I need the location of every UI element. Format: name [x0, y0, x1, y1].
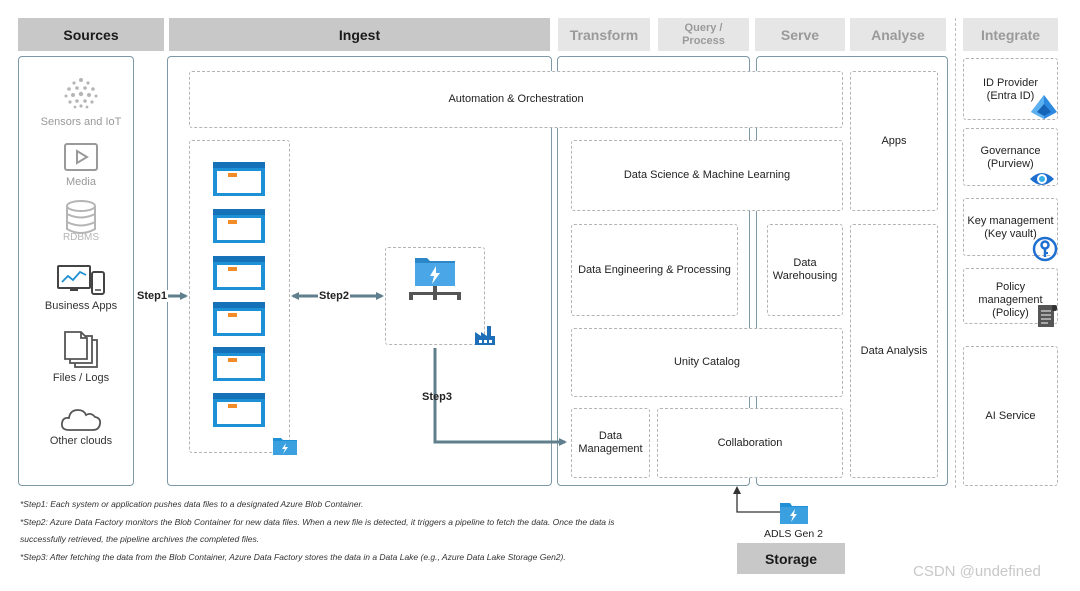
source-rdbms-label: RDBMS	[62, 232, 100, 243]
footnote-step2-cont: successfully retrieved, the pipeline arc…	[20, 534, 260, 544]
blob-container-icon	[213, 256, 265, 290]
header-integrate: Integrate	[963, 18, 1058, 51]
source-other-clouds-label: Other clouds	[49, 435, 113, 447]
data-warehousing-label: Data Warehousing	[772, 257, 838, 282]
data-factory-pipeline-icon	[409, 258, 461, 300]
blob-container-icon	[213, 209, 265, 243]
adls-label: ADLS Gen 2	[764, 528, 823, 540]
blob-container-icon	[213, 393, 265, 427]
header-analyse: Analyse	[850, 18, 946, 51]
footnote-step3: *Step3: After fetching the data from the…	[20, 552, 566, 562]
data-engineering-box: Data Engineering & Processing	[571, 224, 738, 316]
storage-title: Storage	[764, 550, 818, 567]
policy-label: Policy management (Policy)	[978, 281, 1043, 319]
files-icon	[64, 331, 98, 368]
data-warehousing-box: Data Warehousing	[767, 224, 843, 316]
source-sensors-label: Sensors and IoT	[40, 116, 122, 128]
step2-label: Step2	[318, 290, 350, 302]
watermark: CSDN @undefined	[913, 563, 1041, 580]
header-query-process: Query / Process	[658, 18, 749, 51]
automation-orchestration-box: Automation & Orchestration	[189, 71, 843, 128]
entra-id-icon	[1031, 95, 1057, 119]
blob-container-icon	[213, 162, 265, 196]
footnote-step1: *Step1: Each system or application pushe…	[20, 499, 364, 509]
header-serve: Serve	[755, 18, 845, 51]
step3-arrow	[433, 348, 567, 446]
key-management-label: Key management (Key vault)	[967, 215, 1054, 240]
data-science-box: Data Science & Machine Learning	[571, 140, 843, 211]
source-business-apps: Business Apps	[20, 262, 142, 312]
sensors-iot-icon	[64, 78, 98, 109]
source-sensors: Sensors and IoT	[20, 76, 142, 128]
apps-box: Apps	[850, 71, 938, 211]
blob-container-icon	[213, 302, 265, 336]
header-sources: Sources	[18, 18, 164, 51]
ai-service-label: AI Service	[985, 409, 1036, 422]
key-vault-icon	[1032, 236, 1058, 262]
storage-header: Storage	[737, 543, 845, 574]
data-analysis-box: Data Analysis	[850, 224, 938, 478]
unity-catalog-box: Unity Catalog	[571, 328, 843, 397]
data-science-label: Data Science & Machine Learning	[623, 169, 791, 181]
step3-label: Step3	[422, 391, 452, 403]
automation-label: Automation & Orchestration	[448, 93, 584, 105]
header-transform: Transform	[558, 18, 650, 51]
cloud-icon	[60, 409, 102, 431]
policy-icon	[1038, 305, 1057, 327]
data-analysis-label: Data Analysis	[860, 344, 928, 357]
source-business-apps-label: Business Apps	[44, 300, 118, 312]
footnote-step2: *Step2: Azure Data Factory monitors the …	[20, 517, 615, 527]
apps-label: Apps	[881, 134, 907, 147]
source-rdbms: RDBMS	[20, 199, 142, 255]
data-engineering-label: Data Engineering & Processing	[578, 263, 731, 276]
unity-catalog-label: Unity Catalog	[673, 356, 741, 368]
step1-label: Step1	[136, 290, 168, 302]
data-management-label: Data Management	[578, 430, 643, 455]
ai-service-box: AI Service	[963, 346, 1058, 486]
id-provider-label: ID Provider (Entra ID)	[982, 77, 1039, 102]
database-icon	[66, 200, 96, 234]
adls-folder-icon	[780, 503, 808, 524]
source-media-label: Media	[66, 176, 96, 188]
storage-folder-icon	[273, 438, 297, 455]
header-ingest: Ingest	[169, 18, 550, 51]
media-play-icon	[64, 143, 98, 171]
collaboration-label: Collaboration	[717, 436, 783, 449]
storage-arrow	[733, 486, 780, 513]
source-files-logs: Files / Logs	[20, 330, 142, 384]
collaboration-box: Collaboration	[657, 408, 843, 478]
data-factory-icon	[475, 326, 495, 345]
business-apps-icon	[57, 265, 105, 295]
integrate-separator	[955, 18, 956, 488]
data-management-box: Data Management	[571, 408, 650, 478]
blob-container-icon	[213, 347, 265, 381]
purview-icon	[1030, 173, 1054, 185]
governance-label: Governance (Purview)	[980, 145, 1041, 170]
source-other-clouds: Other clouds	[20, 405, 142, 447]
source-files-logs-label: Files / Logs	[52, 372, 110, 384]
source-media: Media	[20, 142, 142, 188]
